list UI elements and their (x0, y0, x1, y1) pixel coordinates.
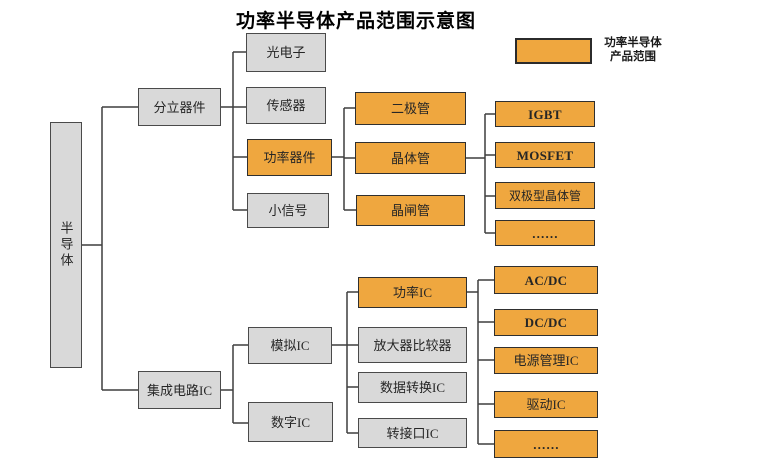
node-discrete-ellipsis: …… (495, 220, 595, 246)
node-ac-dc: AC/DC (494, 266, 598, 294)
node-digital-ic: 数字IC (248, 402, 333, 442)
node-power-ic: 功率IC (358, 277, 467, 308)
node-data-conversion-ic: 数据转换IC (358, 372, 467, 403)
node-dc-dc: DC/DC (494, 309, 598, 336)
node-transistor: 晶体管 (355, 142, 466, 174)
node-power-management-ic: 电源管理IC (494, 347, 598, 374)
diagram-title: 功率半导体产品范围示意图 (235, 11, 476, 32)
node-small-signal: 小信号 (247, 193, 329, 228)
node-ic-ellipsis: …… (494, 430, 598, 458)
legend-label: 功率半导体 产品范围 (592, 36, 674, 64)
node-thyristor: 晶闸管 (356, 195, 465, 226)
node-amplifier-comparator: 放大器比较器 (358, 327, 467, 363)
node-sensor: 传感器 (246, 87, 326, 124)
node-interface-ic: 转接口IC (358, 418, 467, 448)
node-semiconductor: 半导体 (50, 122, 82, 368)
node-mosfet: MOSFET (495, 142, 595, 168)
node-bipolar-transistor: 双极型晶体管 (495, 182, 595, 209)
node-driver-ic: 驱动IC (494, 391, 598, 418)
node-integrated-circuit-ic: 集成电路IC (138, 371, 221, 409)
node-power-devices: 功率器件 (247, 139, 332, 176)
node-analog-ic: 模拟IC (248, 327, 332, 364)
legend-label-line2: 产品范围 (610, 51, 656, 63)
node-discrete-devices: 分立器件 (138, 88, 221, 126)
node-optoelectronics: 光电子 (246, 33, 326, 72)
node-igbt: IGBT (495, 101, 595, 127)
legend-highlight-swatch (515, 38, 592, 64)
legend-label-line1: 功率半导体 (604, 37, 662, 49)
node-diode: 二极管 (355, 92, 466, 125)
